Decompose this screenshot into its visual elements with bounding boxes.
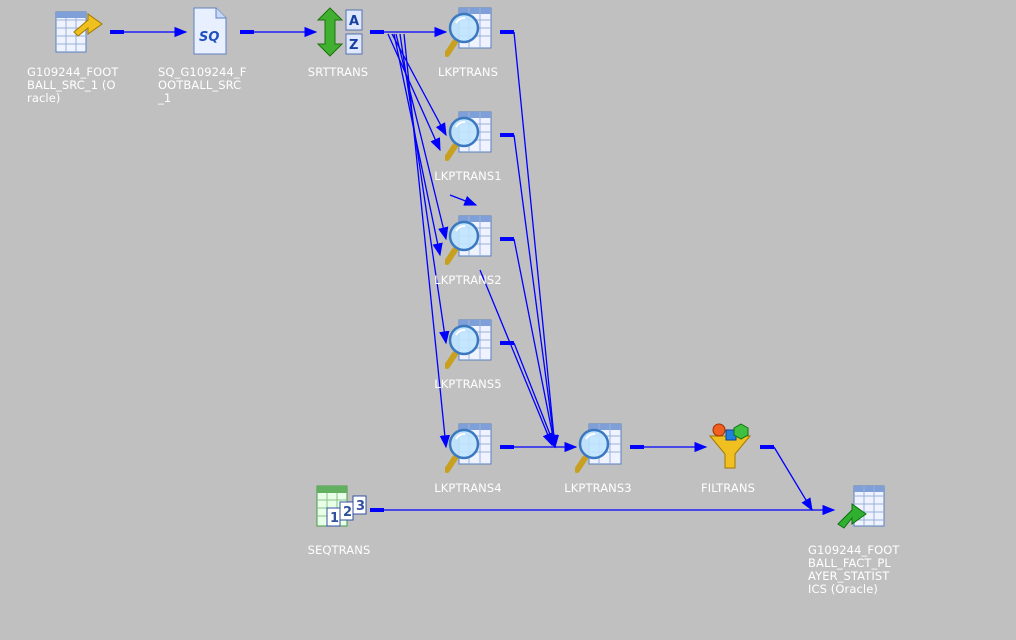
port-lkp4-out [500, 445, 514, 449]
svg-text:SQ: SQ [199, 30, 219, 45]
source-qualifier-icon: SQ [190, 6, 236, 56]
node-lkp5-label: LKPTRANS5 [434, 377, 502, 391]
sequence-generator-icon: 1 2 3 [315, 484, 367, 534]
node-lkp3-label: LKPTRANS3 [564, 481, 632, 495]
node-lkp2-label: LKPTRANS2 [434, 273, 502, 287]
lookup-icon [445, 422, 492, 473]
svg-text:Z: Z [349, 38, 358, 53]
node-fil-label: FILTRANS [701, 481, 755, 495]
lookup-icon [445, 318, 492, 369]
port-lkp1-out [500, 133, 514, 137]
link-srt-to-lkp1-b[interactable] [387, 33, 441, 152]
svg-text:1: 1 [330, 511, 339, 526]
port-lkp2-out [500, 237, 514, 241]
node-lkp4-label: LKPTRANS4 [434, 481, 502, 495]
port-lkp5-out [500, 341, 514, 345]
link-srt-to-lkp4[interactable] [403, 33, 450, 449]
link-srt-to-lkp2-b[interactable] [393, 33, 443, 257]
node-lkp-label: LKPTRANS [437, 65, 498, 79]
node-sq-label: SQ_G109244_F OOTBALL_SRC _1 [158, 65, 247, 105]
svg-text:2: 2 [343, 505, 352, 520]
node-srt-label: SRTTRANS [307, 65, 369, 79]
lookup-icon [445, 6, 492, 57]
link-lkp2-to-lkp3[interactable] [513, 238, 558, 449]
link-lkp2-cross[interactable] [479, 269, 553, 447]
link-srt-to-lkp2[interactable] [395, 33, 449, 241]
port-source-out [110, 30, 124, 34]
port-srt-out [370, 30, 384, 34]
link-lkp1-to-lkp3[interactable] [513, 134, 559, 449]
port-seq-out [370, 508, 384, 512]
port-sq-out [240, 30, 254, 34]
link-srt-to-lkp1[interactable] [391, 33, 447, 137]
node-seq-label: SEQTRANS [307, 543, 371, 557]
node-lkp1-label: LKPTRANS1 [434, 169, 502, 183]
svg-text:3: 3 [356, 499, 365, 514]
port-fil-out [760, 445, 774, 449]
svg-text:A: A [349, 14, 359, 29]
node-target-label: G109244_FOOT BALL_FACT_PL AYER_STATIST I… [808, 543, 900, 596]
sorter-icon: A Z [316, 6, 363, 57]
target-table-icon [836, 484, 885, 534]
port-lkp3-out [630, 445, 644, 449]
link-lkp5-to-lkp3[interactable] [513, 342, 556, 449]
lookup-icon [575, 422, 622, 473]
link-fil-to-target[interactable] [773, 446, 813, 512]
link-srt-to-lkp5[interactable] [399, 33, 450, 345]
lookup-icon [445, 214, 492, 265]
node-source-label: G109244_FOOT BALL_SRC_1 (O racle) [27, 65, 119, 105]
link-lkp1-cross[interactable] [449, 194, 478, 206]
port-lkp-out [500, 30, 514, 34]
link-lkp-to-lkp3[interactable] [513, 31, 560, 449]
source-table-icon [54, 6, 103, 56]
filter-icon [707, 422, 753, 472]
lookup-icon [445, 110, 492, 161]
